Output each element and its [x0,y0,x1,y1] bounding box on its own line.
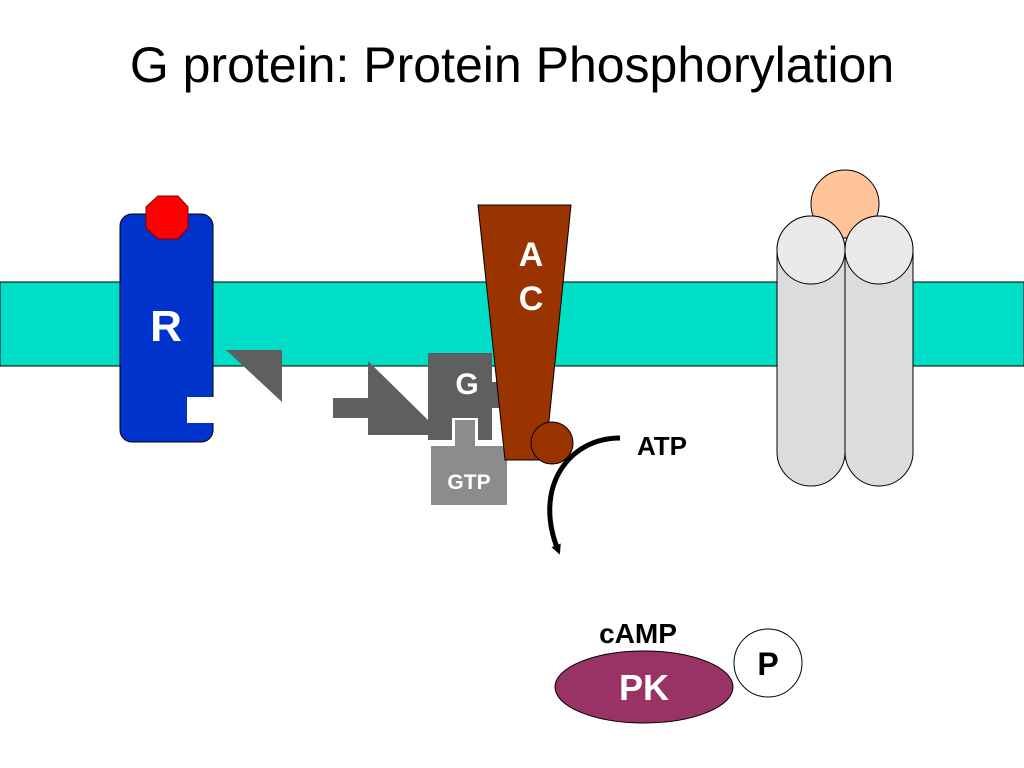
camp-label: cAMP [599,618,677,649]
ac-label-c: C [519,280,544,318]
slide-title: G protein: Protein Phosphorylation [129,37,895,93]
g-protein-complex: G GTP [333,353,520,505]
g-alpha-subunit [428,353,520,440]
phosphate-circle [733,628,803,698]
g-beta-gamma-subunit [333,361,428,435]
ligand-octagon [145,195,189,240]
receptor: R [119,195,214,443]
protein-kinase-body [554,650,734,724]
adenylyl-cyclase: A C [477,204,574,465]
g-protein-label: G [455,368,478,401]
ion-channel [776,169,914,487]
catalytic-site [530,421,574,465]
g-subunit-triangle [226,350,282,402]
protein-kinase: PK [554,650,734,724]
atp-label: ATP [637,431,687,461]
channel-top-cap-left [776,215,846,285]
gtp-block [431,420,507,505]
receptor-label: R [150,302,182,351]
receptor-binding-notch [187,397,214,423]
gtp-label: GTP [447,471,490,494]
channel-top-cap-right [844,215,914,285]
phosphate-label: P [757,646,778,682]
protein-kinase-label: PK [619,667,669,708]
ac-label-a: A [519,236,544,274]
phosphate-group: P [733,628,803,698]
atp-to-camp-arrow [547,435,621,555]
